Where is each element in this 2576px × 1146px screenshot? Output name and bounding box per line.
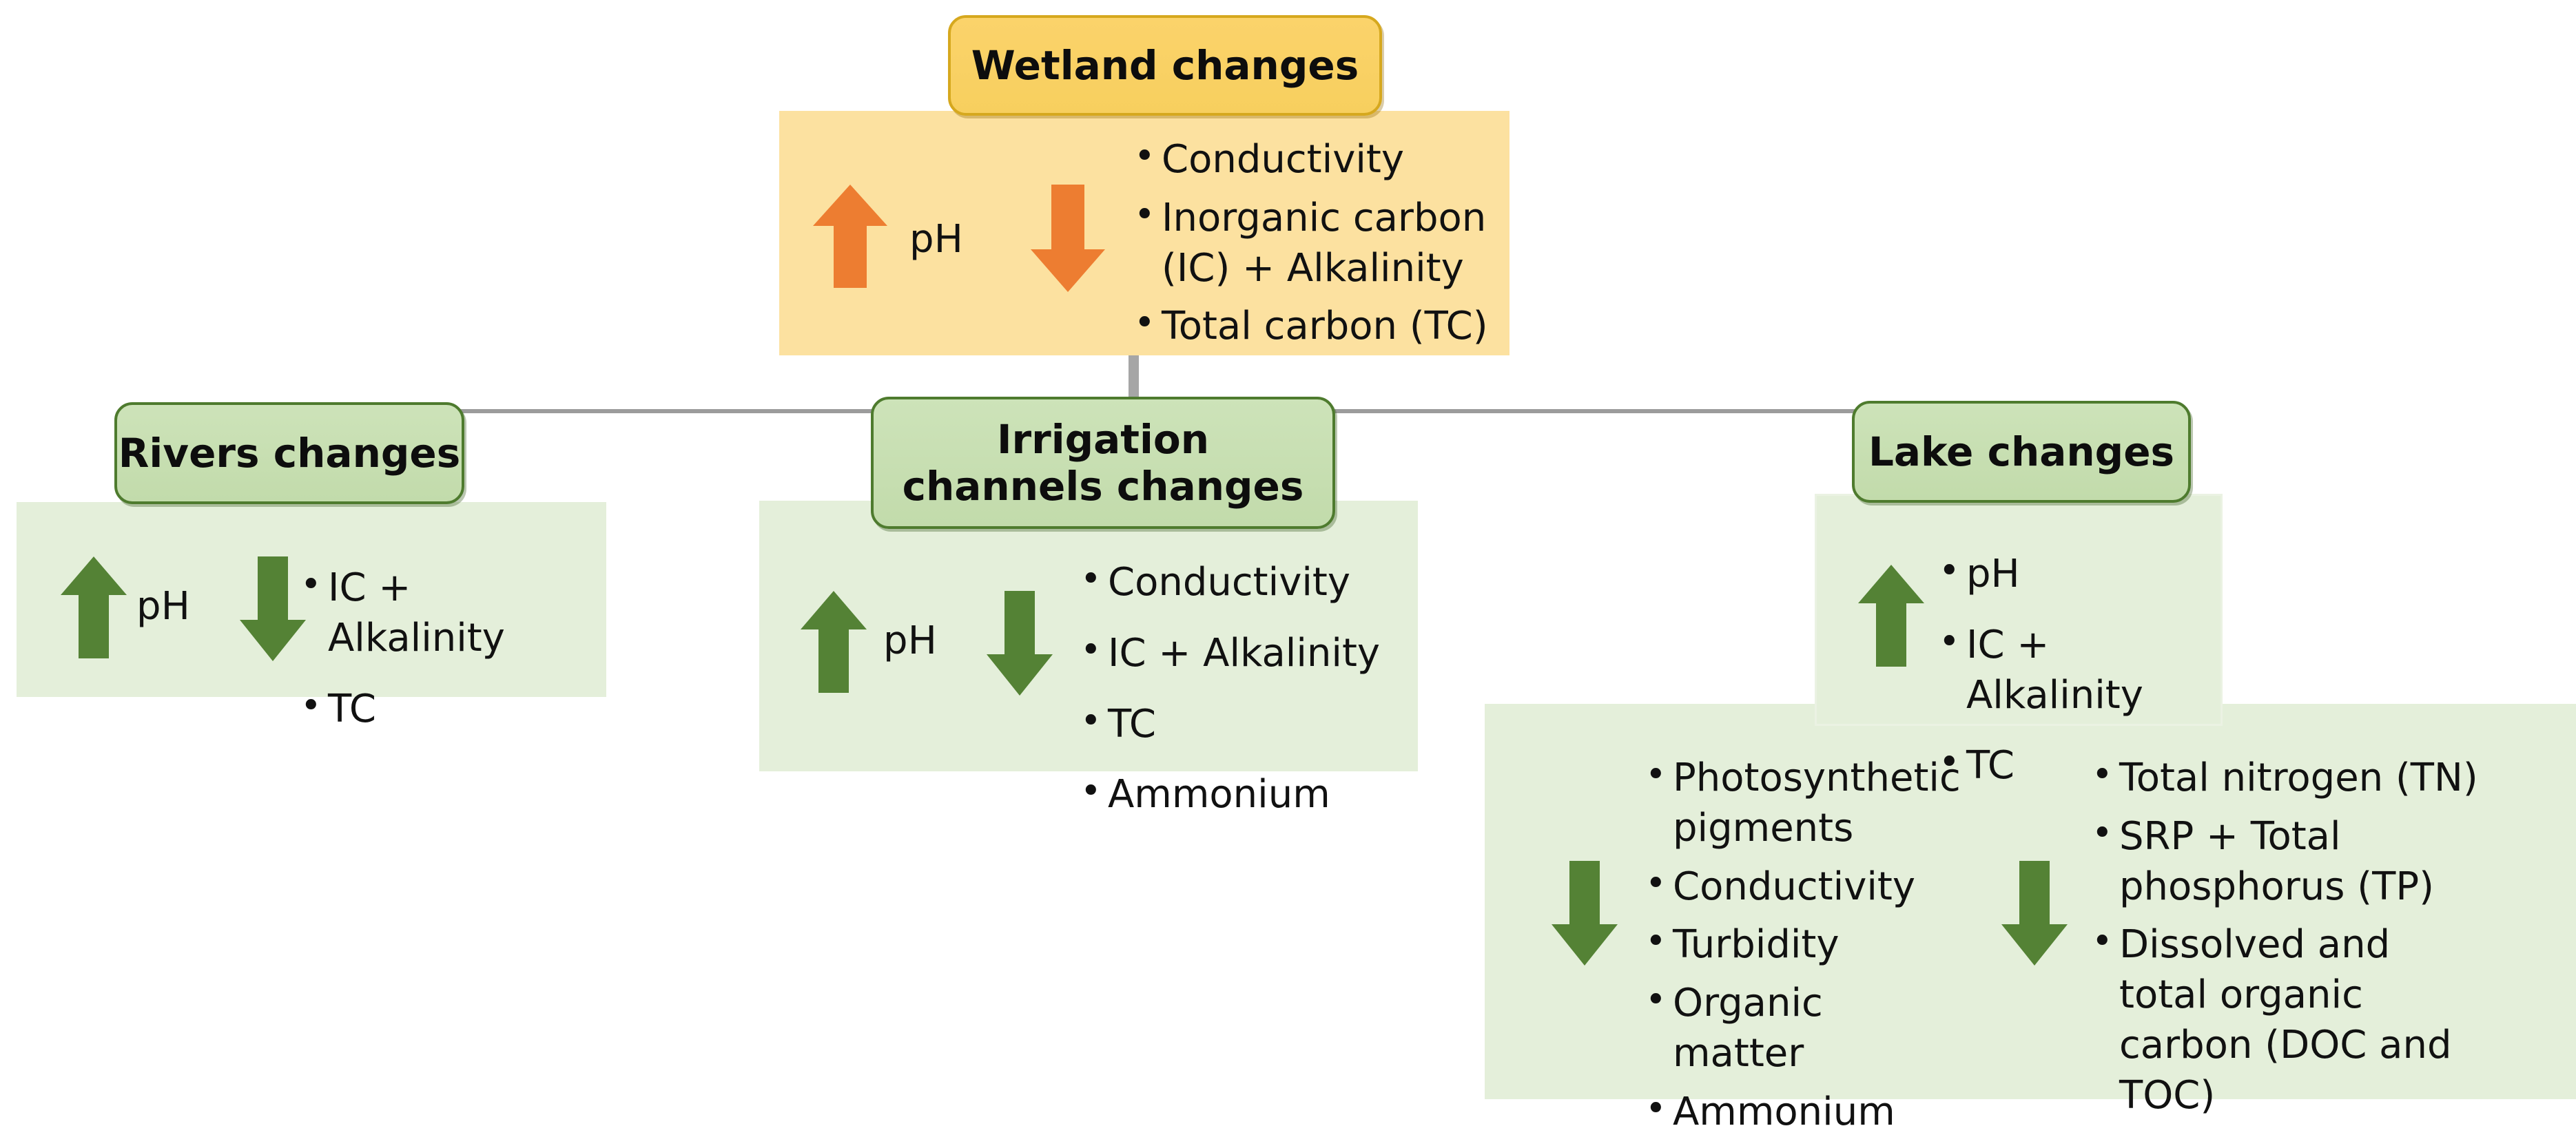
- up-arrow-green-rivers: [61, 556, 127, 658]
- lake-title-pill[interactable]: Lake changes: [1852, 401, 2191, 503]
- rivers-ph-label: pH: [136, 584, 191, 629]
- wetland-bullet-list: Conductivity Inorganic carbon (IC) + Alk…: [1130, 134, 1495, 360]
- list-item: Conductivity: [1130, 134, 1495, 185]
- list-item: TC: [1935, 740, 2231, 791]
- lake-lower-bullet-list-left: Photosynthetic pigments Conductivity Tur…: [1641, 752, 1965, 1146]
- list-item: Ammonium: [1076, 769, 1400, 820]
- list-item: Inorganic carbon (IC) + Alkalinity: [1130, 192, 1495, 294]
- list-item: Photosynthetic pigments: [1641, 752, 1965, 854]
- list-item: Conductivity: [1641, 861, 1965, 913]
- down-arrow-orange-wetland: [1031, 185, 1105, 292]
- irrigation-ph-label: pH: [883, 618, 938, 663]
- list-item: Total nitrogen (TN): [2088, 752, 2480, 804]
- list-item: Ammonium: [1641, 1086, 1965, 1138]
- irrigation-title-pill[interactable]: Irrigation channels changes: [871, 397, 1335, 529]
- rivers-bullet-list: IC + Alkalinity TC: [296, 562, 599, 755]
- list-item: Total carbon (TC): [1130, 300, 1495, 352]
- list-item: SRP + Total phosphorus (TP): [2088, 811, 2480, 913]
- wetland-title-label: Wetland changes: [971, 41, 1359, 89]
- diagram-canvas: pH Conductivity Inorganic carbon (IC) + …: [0, 0, 2576, 1101]
- lake-upper-bullet-list: pH IC + Alkalinity TC: [1935, 548, 2231, 812]
- up-arrow-orange-wetland: [813, 185, 887, 288]
- list-item: TC: [296, 683, 599, 735]
- rivers-title-label: Rivers changes: [118, 429, 461, 477]
- down-arrow-green-lake-col1: [1552, 861, 1618, 966]
- up-arrow-green-irrigation: [801, 591, 867, 693]
- list-item: Turbidity: [1641, 919, 1965, 970]
- list-item: Conductivity: [1076, 556, 1400, 608]
- wetland-ph-label: pH: [909, 217, 964, 262]
- connector-vertical-wetland-to-irrigation: [1129, 353, 1139, 410]
- wetland-title-pill[interactable]: Wetland changes: [948, 15, 1382, 116]
- lake-title-label: Lake changes: [1868, 428, 2175, 475]
- down-arrow-green-lake-col2: [2001, 861, 2068, 966]
- list-item: IC + Alkalinity: [1935, 619, 2231, 721]
- list-item: Dissolved and total organic carbon (DOC …: [2088, 919, 2480, 1121]
- list-item: IC + Alkalinity: [1076, 627, 1400, 679]
- rivers-title-pill[interactable]: Rivers changes: [114, 402, 464, 504]
- list-item: Organic matter: [1641, 977, 1965, 1079]
- lake-lower-bullet-list-right: Total nitrogen (TN) SRP + Total phosphor…: [2088, 752, 2480, 1129]
- list-item: TC: [1076, 698, 1400, 750]
- irrigation-bullet-list: Conductivity IC + Alkalinity TC Ammonium: [1076, 556, 1400, 841]
- irrigation-title-label: Irrigation channels changes: [902, 415, 1304, 510]
- down-arrow-green-irrigation: [987, 591, 1053, 696]
- up-arrow-green-lake: [1858, 565, 1924, 667]
- list-item: pH: [1935, 548, 2231, 600]
- down-arrow-green-rivers: [240, 556, 306, 661]
- list-item: IC + Alkalinity: [296, 562, 599, 664]
